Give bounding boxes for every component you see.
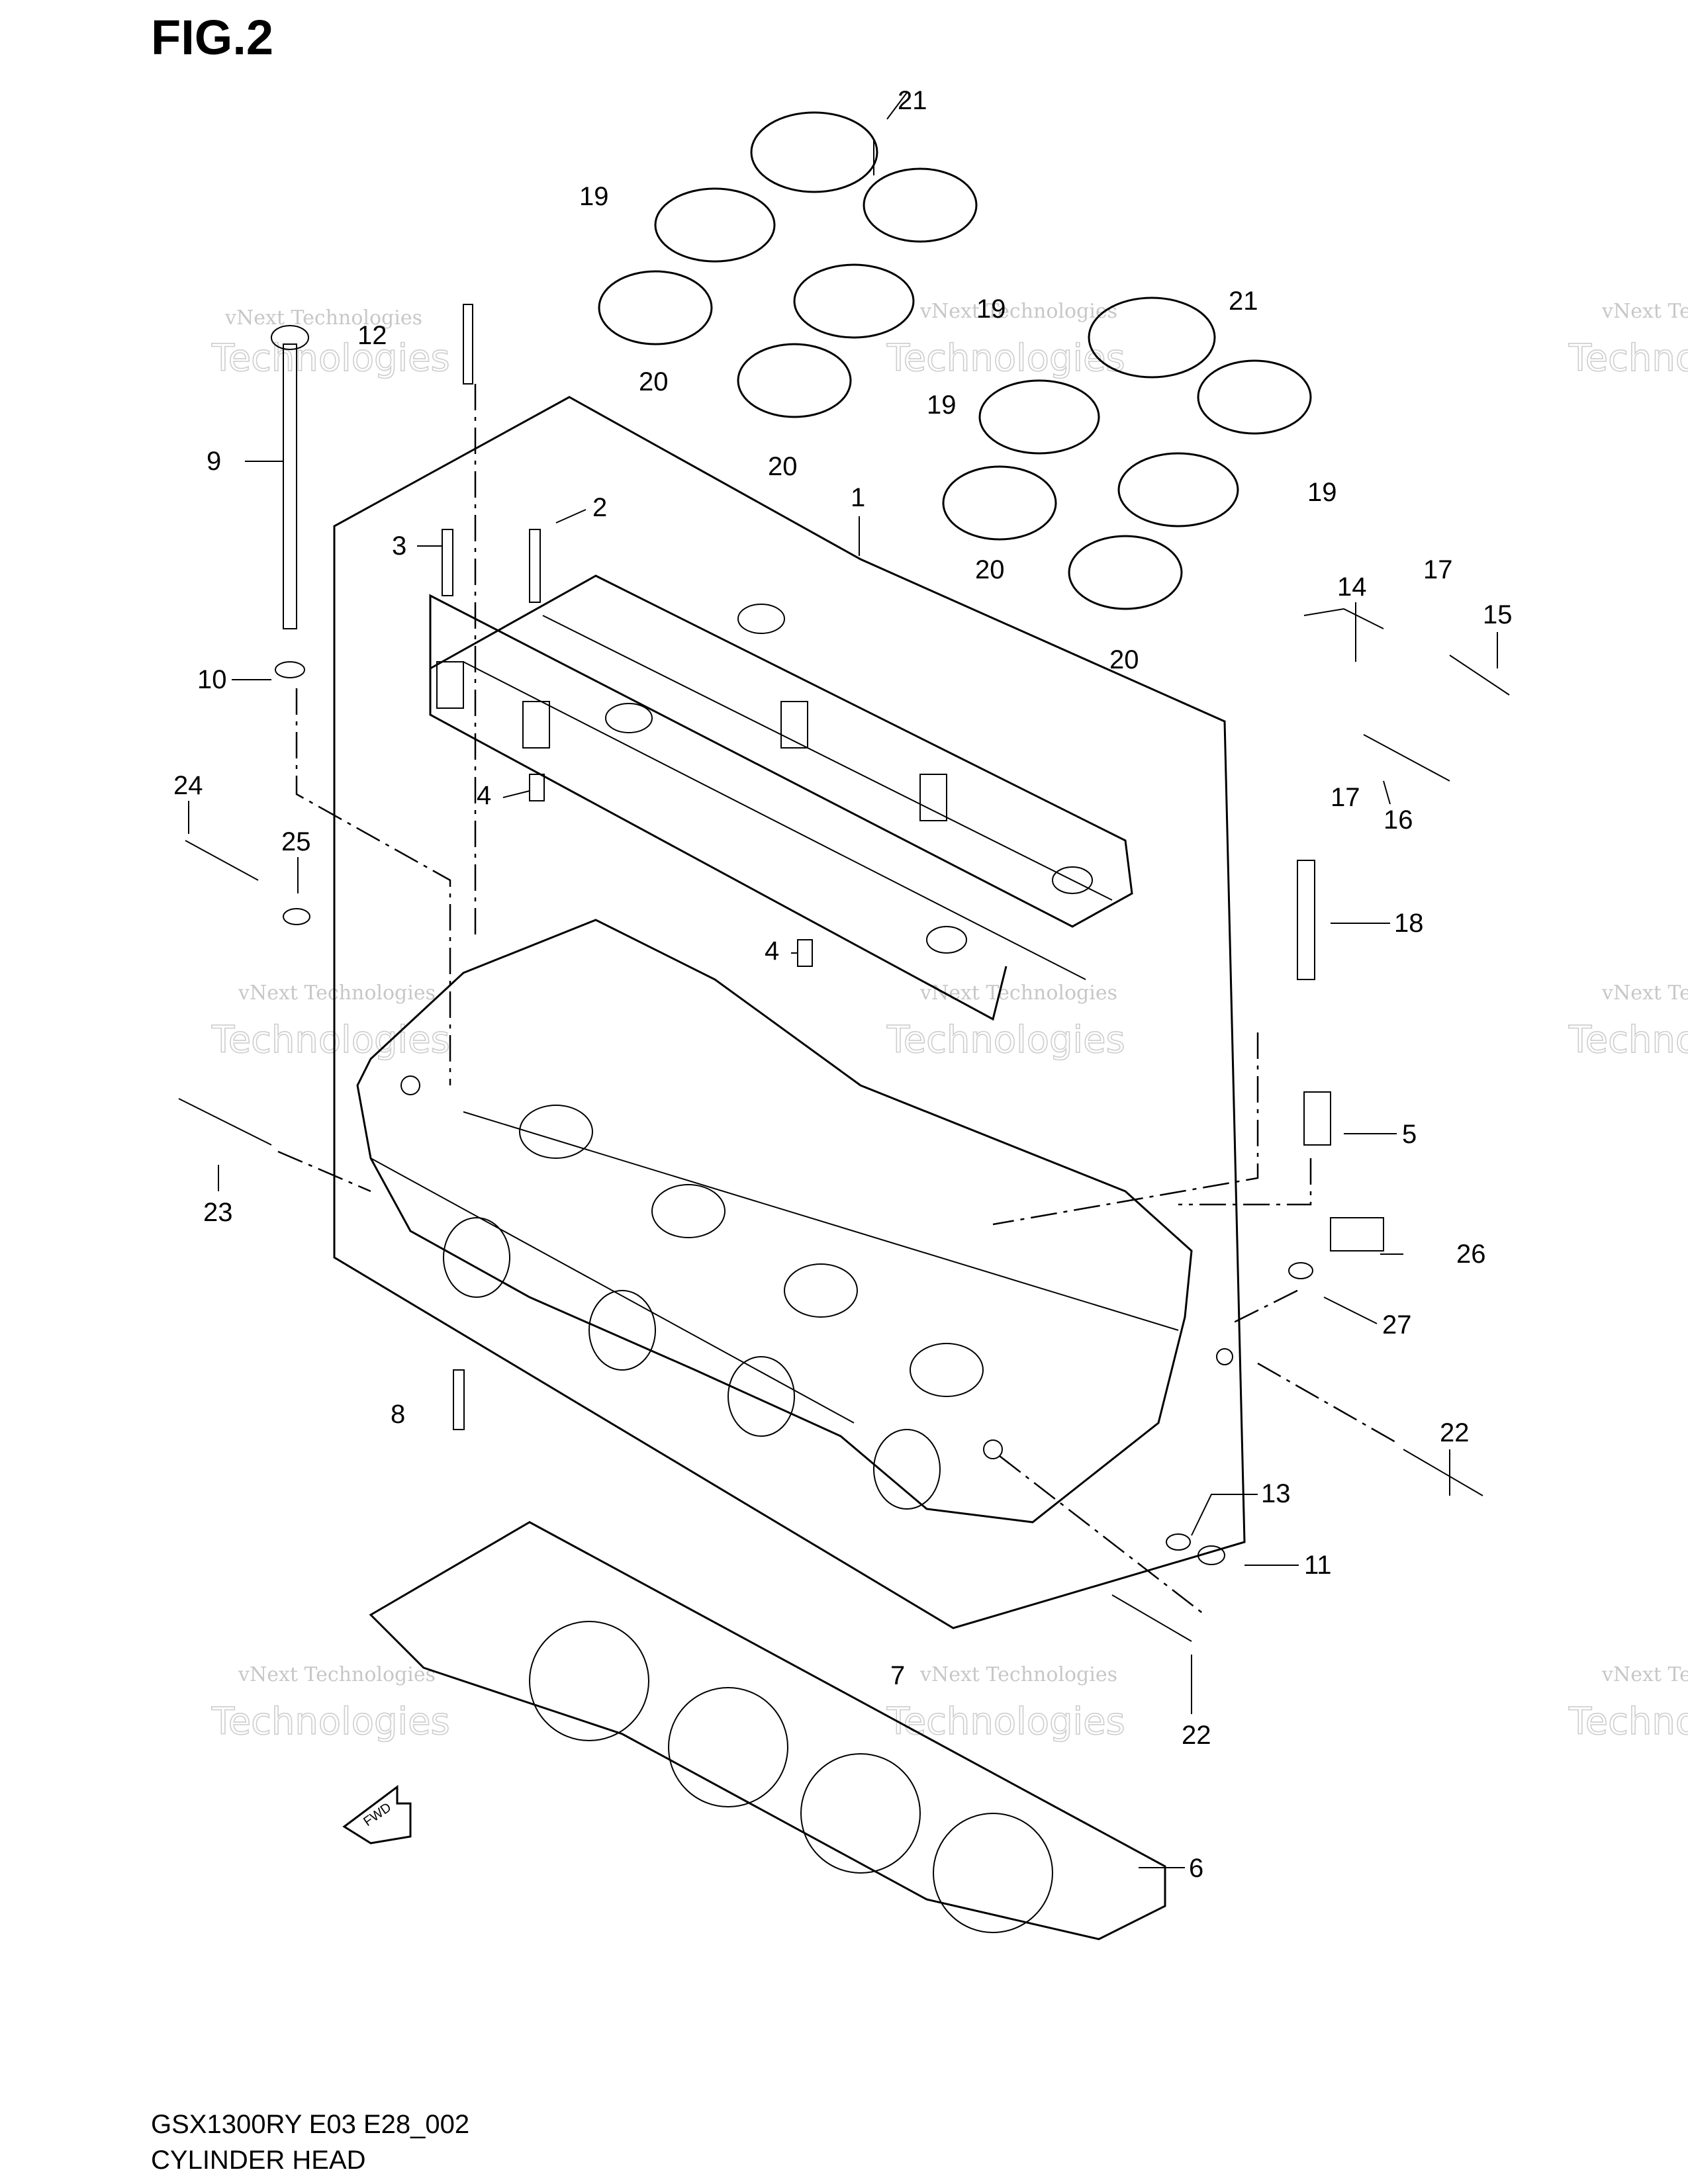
watermark-text: vNext Technologies [1601,981,1688,1005]
callout-label: 18 [1394,909,1424,938]
callout-label: 23 [203,1198,233,1227]
watermark-text: Technologies [211,1019,450,1062]
fwd-arrow: FWD [342,1785,412,1844]
cylinder-head-body [356,919,1233,1524]
callout-label: 8 [391,1400,405,1429]
callout-label: 9 [207,447,221,476]
watermark-text: Technologies [1568,1700,1688,1743]
callout-label: 22 [1440,1418,1470,1447]
callout-label: 20 [975,555,1005,584]
fasteners [178,304,1510,1642]
callout-label: 20 [1109,645,1139,674]
callout-label: 6 [1189,1854,1203,1883]
head-gasket [369,1521,1166,1940]
callout-label: 21 [1229,287,1258,316]
callout-label: 27 [1382,1310,1412,1340]
watermark-text: Technologies [211,1700,450,1743]
callout-labels: 1 2 3 4 4 5 6 7 8 9 10 11 12 13 14 15 16… [173,86,1513,1883]
callout-label: 21 [898,86,927,115]
figure-caption: CYLINDER HEAD [151,2146,366,2175]
callout-label: 19 [976,295,1006,324]
assembly-frame [333,396,1246,1629]
callout-label: 19 [927,390,957,420]
callout-label: 12 [357,321,387,350]
watermark-text: vNext Technologies [919,1663,1117,1686]
callout-label: 17 [1331,783,1360,812]
watermark-text: vNext Technologies [224,306,422,330]
callout-label: 26 [1456,1240,1486,1269]
callout-label: 16 [1383,805,1413,835]
watermark-text: Technologies [886,337,1125,380]
leader-lines [277,92,1397,1615]
callout-label: 19 [1307,478,1337,507]
callout-label: 24 [173,771,203,800]
callout-label: 1 [851,483,865,512]
watermark-text: vNext Technologies [919,300,1117,323]
watermark-text: Technologies [886,1019,1125,1062]
callout-label: 11 [1304,1551,1332,1580]
watermark-group: vNext Technologies Technologies vNext Te… [211,300,1688,1744]
cam-housing [429,574,1133,1021]
watermark-text: Technologies [1568,1019,1688,1062]
callout-label: 13 [1261,1479,1291,1508]
callout-label: 10 [197,665,227,694]
callout-label: 5 [1402,1120,1417,1149]
callout-label: 7 [890,1661,905,1690]
callout-label: 17 [1423,555,1453,584]
callout-label: 20 [639,367,669,396]
model-code: GSX1300RY E03 E28_002 [151,2110,470,2139]
watermark-text: Technologies [211,337,450,380]
watermark-text: vNext Technologies [1601,300,1688,323]
intake-boots [598,111,1312,610]
callout-label: 25 [281,827,311,856]
figure-title: FIG.2 [151,10,274,65]
callout-label: 4 [477,781,491,810]
watermark-text: vNext Technologies [1601,1663,1688,1686]
callout-label: 3 [392,531,406,561]
watermark-text: vNext Technologies [238,1663,436,1686]
callout-label: 19 [579,182,609,211]
callout-label: 22 [1182,1721,1211,1750]
fwd-label: FWD [361,1800,394,1829]
callout-label: 14 [1337,572,1367,602]
callout-label: 15 [1483,600,1513,629]
watermark-text: vNext Technologies [238,981,436,1005]
callout-label: 4 [765,936,779,966]
callout-label: 2 [592,493,607,522]
watermark-text: Technologies [886,1700,1125,1743]
callout-label: 20 [768,452,798,481]
watermark-text: Technologies [1568,337,1688,380]
watermark-text: vNext Technologies [919,981,1117,1005]
callout-leaders [188,461,1498,1868]
